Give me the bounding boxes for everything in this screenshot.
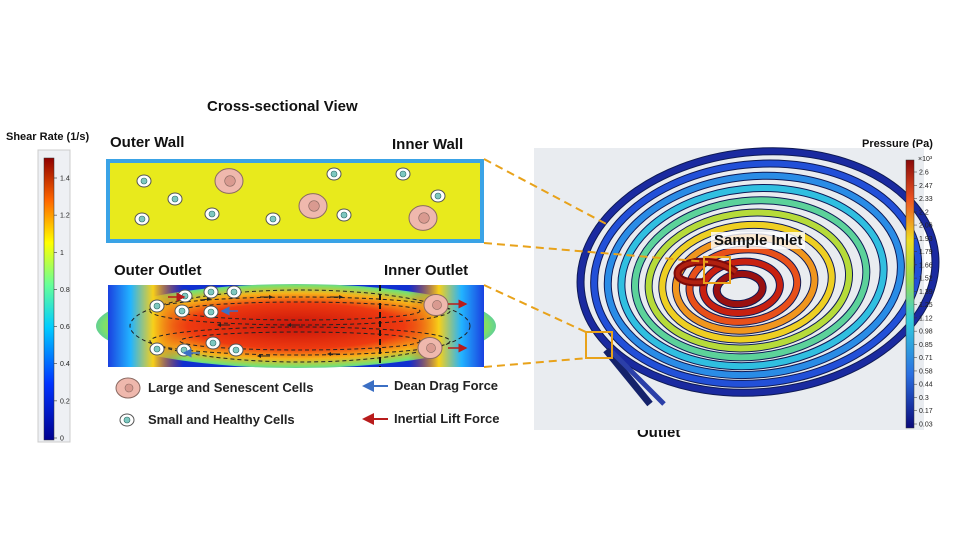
small-healthy-cell (265, 212, 281, 226)
small-healthy-cell (136, 174, 152, 188)
pressure-tick-label: 1.66 (919, 262, 933, 269)
shear-tick-label: 0.2 (60, 398, 70, 405)
sample-inlet-label: Sample Inlet (711, 232, 806, 249)
spiral-ring (699, 257, 784, 317)
callout-lines (483, 158, 709, 368)
pressure-tick-label: 1.93 (919, 236, 933, 243)
small-healthy-cell (228, 343, 244, 357)
shear-tick-label: 1.4 (60, 176, 70, 183)
outer-wall-label: Outer Wall (110, 134, 185, 151)
spiral-simulation-panel (534, 147, 940, 430)
small-healthy-cell (395, 167, 411, 181)
pressure-tick-label: 1.39 (919, 289, 933, 296)
large-senescent-cell (298, 193, 328, 219)
small-healthy-cell (177, 289, 193, 303)
small-healthy-cell (149, 342, 165, 356)
shear-tick-label: 0.6 (60, 324, 70, 331)
pressure-multiplier: ×10³ (918, 156, 933, 163)
pressure-tick-label: 1.52 (919, 276, 933, 283)
pressure-tick-label: 0.98 (919, 329, 933, 336)
small-healthy-cell (149, 299, 165, 313)
pressure-tick-label: 0.3 (919, 395, 929, 402)
shear-tick-label: 0.8 (60, 287, 70, 294)
small-healthy-cell (336, 208, 352, 222)
pressure-tick-label: 1.79 (919, 249, 933, 256)
pressure-colorbar: ×10³ 2.6 2.47 2.33 2.2 2.06 1.93 1.79 1.66 1.52 1… (905, 156, 933, 429)
dean-drag-arrows (182, 306, 238, 358)
large-senescent-cell (423, 293, 449, 317)
spiral-ring (617, 184, 888, 371)
small-healthy-cell (203, 305, 219, 319)
pressure-tick-label: 0.03 (919, 422, 933, 429)
pressure-tick-label: 0.85 (919, 342, 933, 349)
inlet-highlight-box (703, 256, 731, 284)
shear-tick-label: 0.4 (60, 361, 70, 368)
small-healthy-cell (226, 285, 242, 299)
small-healthy-cell (430, 189, 446, 203)
pressure-tick-label: 2.06 (919, 223, 933, 230)
shear-rate-title: Shear Rate (1/s) (6, 131, 90, 143)
spiral-ring (644, 208, 854, 353)
inner-wall-label: Inner Wall (392, 136, 464, 153)
small-healthy-cell (174, 304, 190, 318)
pressure-tick-label: 1.12 (919, 315, 933, 322)
spiral-ring (712, 269, 767, 309)
large-senescent-cell (214, 168, 244, 194)
large-senescent-cell (417, 336, 443, 360)
cross-sectional-view-title: Cross-sectional View (207, 98, 358, 115)
pressure-tick-label: 2.47 (919, 183, 933, 190)
pressure-title: Pressure (Pa) (862, 138, 933, 150)
outlet-highlight-box (585, 331, 613, 359)
small-healthy-cell (204, 207, 220, 221)
small-healthy-cell (203, 285, 219, 299)
upper-channel-cross-section (106, 159, 484, 243)
small-healthy-cell (167, 192, 183, 206)
spiral-ring (603, 171, 905, 380)
shear-tick-label: 1.2 (60, 213, 70, 220)
pressure-tick-label: 0.71 (919, 355, 933, 362)
legend-inertial-lift: Inertial Lift Force (394, 411, 500, 426)
small-healthy-cell (326, 167, 342, 181)
legend-small-cell-icon (119, 413, 135, 427)
shear-tick-label: 0 (60, 436, 64, 443)
pressure-tick-label: 2.33 (919, 196, 933, 203)
legend-large-cell-icon (115, 377, 141, 399)
small-healthy-cell (134, 212, 150, 226)
legend-small-cells: Small and Healthy Cells (148, 412, 295, 427)
small-healthy-cell (205, 336, 221, 350)
small-healthy-cell (176, 343, 192, 357)
inertial-lift-arrows (168, 292, 468, 353)
inner-outlet-label: Inner Outlet (384, 262, 469, 279)
spiral-ring (576, 147, 940, 397)
legend-dean-drag: Dean Drag Force (394, 378, 499, 393)
pressure-tick-label: 1.25 (919, 302, 933, 309)
spiral-ring (685, 245, 802, 326)
pressure-tick-label: 2.2 (919, 209, 929, 216)
spiral-ring (590, 159, 923, 388)
pressure-tick-label: 0.58 (919, 368, 933, 375)
large-senescent-cell (408, 205, 438, 231)
spiral-ring (631, 196, 871, 362)
shear-rate-colorbar: 1.4 1.2 1 0.8 0.6 0.4 0.2 0 (37, 149, 71, 443)
legend-large-cells: Large and Senescent Cells (148, 380, 314, 395)
spiral-ring (658, 220, 836, 344)
shear-tick-label: 1 (60, 250, 64, 257)
pressure-tick-label: 2.6 (919, 170, 929, 177)
outer-outlet-label: Outer Outlet (114, 262, 202, 279)
pressure-tick-label: 0.17 (919, 408, 933, 415)
pressure-tick-label: 0.44 (919, 382, 933, 389)
